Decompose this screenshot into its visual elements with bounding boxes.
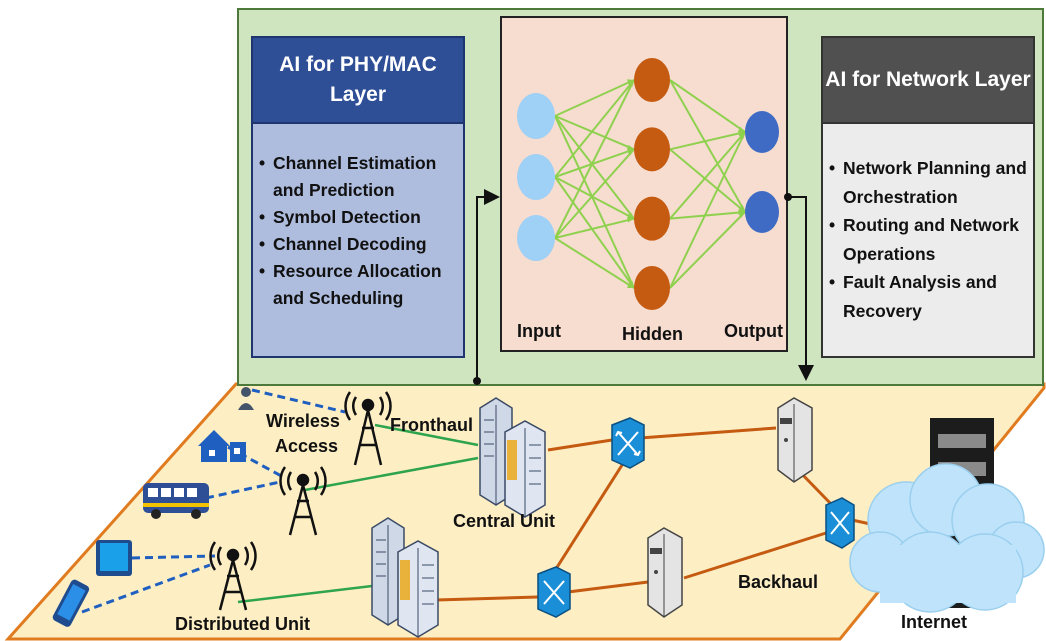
nn-edge-arrowhead xyxy=(627,282,634,288)
network-layer-title: AI for Network Layer xyxy=(821,36,1035,124)
nn-edge xyxy=(554,176,635,289)
nn-edge xyxy=(554,79,635,239)
distributed-unit-label: Distributed Unit xyxy=(175,614,310,634)
nn-edge xyxy=(554,217,635,239)
nn-node-input xyxy=(517,154,555,200)
network-layer-list: Network Planning and Orchestration Routi… xyxy=(821,124,1035,358)
phy-mac-layer-list: Channel Estimation and Prediction Symbol… xyxy=(251,124,465,358)
nn-edge xyxy=(554,237,635,289)
nn-node-output xyxy=(745,111,779,153)
switch-icon xyxy=(611,417,645,469)
cloud-icon xyxy=(849,463,1045,613)
switch-icon xyxy=(825,497,855,549)
bus-icon xyxy=(143,483,209,519)
nn-node-hidden xyxy=(634,58,670,102)
nn-edge xyxy=(669,131,746,220)
nn-edge-arrowhead xyxy=(738,126,745,132)
antenna-icon xyxy=(344,391,392,466)
nn-edge xyxy=(554,79,635,117)
nn-output-label: Output xyxy=(724,321,783,341)
nn-edge xyxy=(554,115,635,220)
phy-item: Channel Decoding xyxy=(259,231,459,258)
backhaul-connector-dot xyxy=(784,193,792,201)
nn-edges xyxy=(554,79,746,289)
phy-mac-layer-title: AI for PHY/MAC Layer xyxy=(251,36,465,124)
internet-label: Internet xyxy=(901,612,968,632)
nn-edge xyxy=(669,131,746,289)
nn-edge-arrowhead xyxy=(627,80,634,87)
network-item: Routing and Network Operations xyxy=(829,211,1029,268)
nn-node-hidden xyxy=(634,127,670,172)
nn-edge-arrowhead xyxy=(739,132,745,139)
nn-edge xyxy=(669,211,746,289)
nn-edge xyxy=(669,79,746,213)
phy-item: Symbol Detection xyxy=(259,204,459,231)
fronthaul-connector-dot xyxy=(473,377,481,385)
access-label: Access xyxy=(275,436,339,456)
antenna-icon xyxy=(209,541,257,611)
nn-edge xyxy=(554,115,635,151)
fronthaul-label: Fronthaul xyxy=(390,415,473,435)
switch-icon xyxy=(537,566,571,618)
nn-node-hidden xyxy=(634,266,670,310)
nn-node-output xyxy=(745,191,779,233)
wireless-label: Wireless xyxy=(266,411,340,431)
nn-edge xyxy=(669,148,746,213)
backhaul-connector-arrow xyxy=(788,196,814,381)
nn-nodes xyxy=(517,58,779,310)
phone-icon xyxy=(52,579,90,627)
fronthaul-connector-arrow xyxy=(476,189,500,381)
nn-edge xyxy=(669,131,746,151)
antenna-icon xyxy=(279,466,327,536)
backhaul-label: Backhaul xyxy=(738,572,819,592)
central-unit-label: Central Unit xyxy=(453,511,556,531)
nn-edge-arrowhead xyxy=(627,149,634,156)
house-icon xyxy=(198,430,246,462)
nn-edge xyxy=(554,115,635,289)
nn-edge-arrowhead xyxy=(627,217,634,223)
nn-node-hidden xyxy=(634,196,670,241)
distributed-unit-server-icon xyxy=(371,517,439,638)
wireless-links xyxy=(81,388,346,614)
fronthaul-links xyxy=(237,423,479,604)
nn-edge xyxy=(669,79,746,133)
network-item: Fault Analysis and Recovery xyxy=(829,268,1029,325)
nn-input-label: Input xyxy=(517,321,561,341)
network-item: Network Planning and Orchestration xyxy=(829,154,1029,211)
nn-node-input xyxy=(517,93,555,139)
nn-edge xyxy=(554,79,635,178)
nn-edge xyxy=(554,148,635,239)
nn-edge xyxy=(554,148,635,178)
backhaul-links xyxy=(435,426,876,602)
nn-node-input xyxy=(517,215,555,261)
nn-edge xyxy=(669,211,746,220)
central-unit-server-icon xyxy=(479,397,546,518)
phy-item: Channel Estimation and Prediction xyxy=(259,150,459,204)
server-tower-icon xyxy=(647,527,683,618)
nn-hidden-label: Hidden xyxy=(622,324,683,344)
tablet-icon xyxy=(96,540,132,576)
nn-edge-arrowhead xyxy=(738,212,745,218)
server-tower-icon xyxy=(777,397,813,483)
phy-item: Resource Allocation and Scheduling xyxy=(259,258,459,312)
nn-edge xyxy=(554,176,635,220)
